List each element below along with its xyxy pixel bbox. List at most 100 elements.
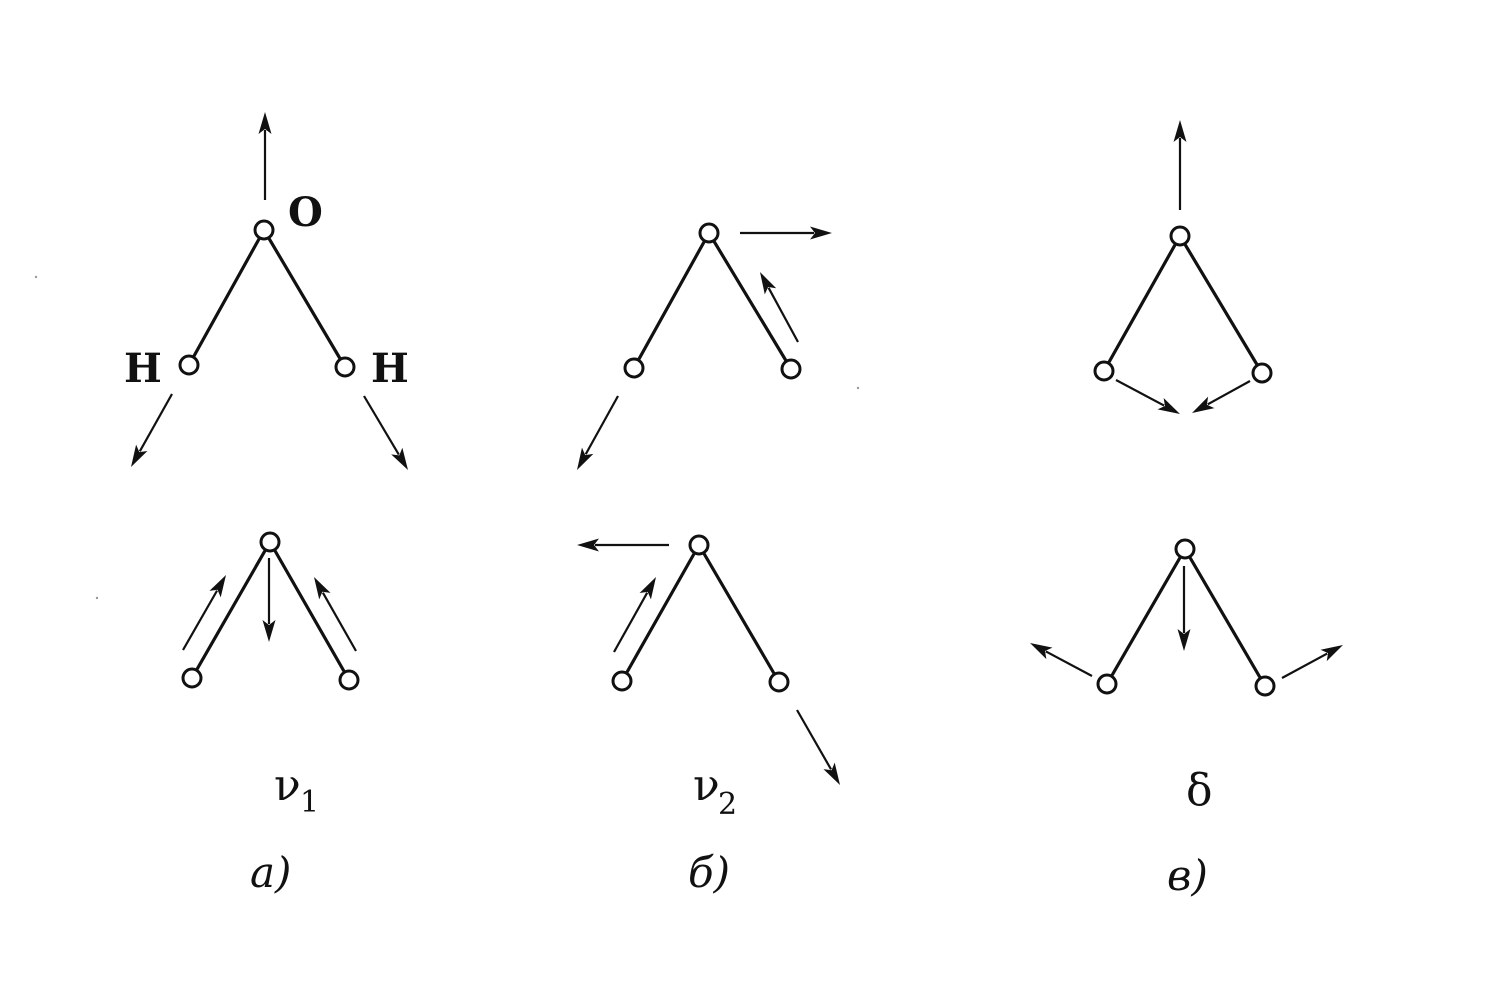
arrow-force-right-bond xyxy=(314,577,357,652)
arrow-hydrogen-right-down xyxy=(363,395,408,470)
molecule-b-forces xyxy=(577,534,840,785)
arrow-shaft xyxy=(584,395,619,455)
mode-symbol-delta: δ xyxy=(1186,765,1213,816)
hydrogen-atom-left xyxy=(623,357,645,379)
hydrogen-atom-right xyxy=(338,669,360,691)
oxygen-atom xyxy=(688,534,710,556)
arrow-oxygen-down xyxy=(1177,566,1191,651)
arrow-hydrogen-left-outward xyxy=(1030,643,1093,677)
arrow-shaft xyxy=(1115,379,1165,407)
arrow-shaft xyxy=(767,287,799,343)
hydrogen-atom-right xyxy=(1251,362,1273,384)
arrow-head xyxy=(760,272,777,295)
hydrogen-atom-right xyxy=(780,358,802,380)
bond-oh-left xyxy=(620,543,701,683)
bond-oh-right xyxy=(262,228,347,369)
arrow-head xyxy=(262,620,276,642)
arrow-head xyxy=(577,538,599,552)
arrow-shaft xyxy=(182,590,219,651)
arrow-hydrogen-right-down xyxy=(796,709,840,785)
hydrogen-right-label: H xyxy=(371,345,409,392)
oxygen-label: O xyxy=(288,189,323,236)
arrow-force-oxygen-down xyxy=(262,558,276,642)
arrow-shaft xyxy=(1281,652,1328,679)
speck xyxy=(95,596,99,600)
arrow-left-bond-stretch xyxy=(613,577,656,653)
molecule-c-displacement xyxy=(1093,120,1273,414)
arrow-head xyxy=(577,447,594,470)
arrow-oxygen-right xyxy=(740,226,832,240)
panel-label-a: а) xyxy=(250,848,291,897)
bond-oh-right xyxy=(1178,234,1264,375)
molecule-b-displacement xyxy=(577,222,832,470)
arrow-shaft xyxy=(613,592,649,653)
bond-oh-left xyxy=(1105,547,1187,686)
panel-label-c: в) xyxy=(1167,851,1208,900)
panel-a: O H H ν 1 а) xyxy=(124,112,409,897)
bond-oh-left xyxy=(187,228,266,367)
arrow-shaft xyxy=(796,709,833,770)
panel-c: δ в) xyxy=(1030,120,1343,900)
bond-oh-right xyxy=(707,231,793,371)
arrow-hydrogen-right-outward xyxy=(1281,645,1343,679)
bond-oh-left xyxy=(1102,234,1182,373)
mode-symbol-nu2: ν xyxy=(693,760,720,811)
molecule-a-displacement: O H H xyxy=(124,112,409,470)
oxygen-atom xyxy=(698,222,720,244)
oxygen-atom xyxy=(259,531,281,553)
mode-subscript-nu1: 1 xyxy=(300,785,319,820)
arrow-head xyxy=(314,577,331,600)
hydrogen-atom-left xyxy=(181,667,203,689)
bond-oh-right xyxy=(1183,547,1267,688)
arrow-head xyxy=(823,762,840,785)
bond-oh-right xyxy=(697,543,781,684)
arrow-shaft xyxy=(321,592,357,652)
oxygen-atom xyxy=(1169,225,1191,247)
hydrogen-atom-left xyxy=(1093,360,1115,382)
arrow-shaft xyxy=(138,393,173,452)
arrow-head xyxy=(258,112,272,134)
arrow-oxygen-up xyxy=(1173,120,1187,210)
mode-subscript-nu2: 2 xyxy=(718,787,737,822)
oxygen-atom xyxy=(253,219,275,241)
arrow-head xyxy=(209,575,226,598)
arrow-shaft xyxy=(363,395,400,456)
panel-label-b: б) xyxy=(688,848,730,897)
arrow-hydrogen-right-inward xyxy=(1192,380,1251,413)
arrow-head xyxy=(1320,645,1343,662)
arrow-oxygen-up xyxy=(258,112,272,200)
bond-oh-left xyxy=(632,231,711,370)
oxygen-atom xyxy=(1174,538,1196,560)
hydrogen-left-label: H xyxy=(124,345,162,392)
arrow-shaft xyxy=(1045,650,1093,677)
arrow-head xyxy=(131,444,148,467)
molecule-a-forces xyxy=(181,531,360,691)
arrow-head xyxy=(1157,397,1180,414)
arrow-head xyxy=(1030,643,1053,660)
arrow-head xyxy=(1173,120,1187,142)
mode-symbol-nu1: ν xyxy=(274,760,301,811)
hydrogen-atom-right xyxy=(768,671,790,693)
arrow-oxygen-left xyxy=(577,538,669,552)
bond-oh-right xyxy=(268,540,351,682)
arrow-head xyxy=(391,447,408,470)
arrow-head xyxy=(639,577,656,600)
panel-b: ν 2 б) xyxy=(577,222,840,897)
arrow-hydrogen-left-down xyxy=(131,393,173,467)
speck xyxy=(856,386,860,390)
arrow-right-bond-stretch xyxy=(760,272,799,343)
hydrogen-atom-left xyxy=(1096,673,1118,695)
hydrogen-atom-right xyxy=(1254,675,1276,697)
arrow-hydrogen-left-inward xyxy=(1115,379,1180,414)
hydrogen-atom-right xyxy=(334,356,356,378)
speck xyxy=(34,275,38,279)
arrow-head xyxy=(1177,629,1191,651)
hydrogen-atom-left xyxy=(178,354,200,376)
hydrogen-atom-left xyxy=(611,670,633,692)
molecule-c-forces xyxy=(1030,538,1343,697)
bond-oh-left xyxy=(190,540,272,680)
arrow-shaft xyxy=(1207,380,1251,406)
arrow-hydrogen-left-down xyxy=(577,395,619,470)
arrow-head xyxy=(1192,396,1215,413)
